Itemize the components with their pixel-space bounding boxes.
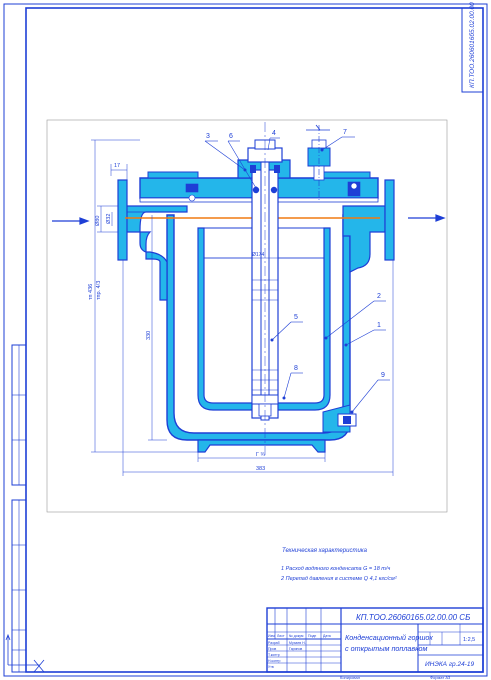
svg-text:№ докум: № докум (289, 634, 304, 638)
outlet-nozzle (342, 205, 386, 273)
title-name-1: Конденсационный горшок (345, 633, 433, 642)
left-binding-strips (11, 344, 27, 673)
title-row-labels: Разраб Пров Т.контр Н.контр Утв Мухаев Н… (268, 641, 306, 669)
sheet-outer-frame (3, 3, 488, 677)
spec-line-2: 2 Перепад давления в системе Q 4,1 кгс/с… (280, 576, 397, 582)
inlet-nozzle (124, 205, 188, 301)
axes-symbol (5, 633, 45, 673)
title-scale: 1:2,5 (463, 637, 475, 643)
title-col-labels: Изм Лист № докум Подп Дата (268, 634, 331, 638)
dim-flange-thk: 17 (114, 163, 120, 169)
svg-text:2: 2 (377, 293, 381, 300)
svg-text:3: 3 (206, 133, 210, 140)
svg-text:Лист: Лист (277, 634, 285, 638)
dim-height-ref: тпр. 4/3 (96, 281, 102, 300)
svg-text:Разраб: Разраб (268, 641, 280, 645)
svg-text:1: 1 (377, 322, 381, 329)
callout-7: 7 (320, 129, 355, 152)
spec-heading: Техническая характеристика (282, 548, 368, 554)
dim-cup: Ø174 (252, 252, 264, 258)
callout-8: 8 (282, 365, 303, 400)
outlet-flange (384, 179, 395, 261)
dim-base-width: Г ¾ (256, 452, 266, 458)
base-foot (197, 439, 326, 453)
title-block (266, 607, 484, 673)
svg-text:Пров: Пров (268, 647, 276, 651)
callout-2: 2 (324, 293, 386, 340)
sheet-inner-frame (25, 7, 484, 673)
title-name-2: с открытым поплавком (345, 644, 428, 653)
rotated-stamp-text: КП.ТОО.2606016б5.02.00.00 СБ (468, 0, 476, 88)
title-org: ИНЭКА гр.24-19 (425, 661, 474, 668)
inlet-flow-arrow (52, 217, 90, 225)
cover-bolt-left (185, 183, 199, 202)
air-valve-arrow (306, 124, 330, 131)
svg-text:Гарипов: Гарипов (289, 647, 302, 651)
svg-text:Мухаев Н.: Мухаев Н. (289, 641, 306, 645)
svg-text:8: 8 (294, 365, 298, 372)
dim-bore2: Ø32 (106, 214, 112, 224)
spec-line-1: 1 Расход водяного конденсата G = 18 т/ч (281, 566, 390, 572)
dim-height-total: тп 436 (88, 284, 94, 300)
callout-5: 5 (270, 314, 303, 342)
svg-text:Подп: Подп (308, 634, 316, 638)
dimension-lines (91, 139, 394, 476)
valve-seat-bolts (250, 165, 280, 194)
callout-6: 6 (227, 133, 258, 190)
svg-text:Дата: Дата (323, 634, 331, 638)
cover-step-right (319, 171, 371, 179)
svg-text:Т.контр: Т.контр (268, 653, 280, 657)
cover-bolt-right (347, 181, 361, 197)
svg-text:9: 9 (381, 372, 385, 379)
svg-text:6: 6 (229, 133, 233, 140)
svg-text:5: 5 (294, 314, 298, 321)
dim-bore1: Ø80 (95, 216, 101, 226)
svg-text:Изм: Изм (268, 634, 275, 638)
title-code: КП.ТОО.26060165.02.00.00 СБ (356, 613, 470, 622)
svg-text:4: 4 (272, 130, 276, 137)
outlet-flow-arrow (408, 214, 446, 222)
drain-plug-core (343, 416, 351, 424)
trap-assembly (117, 122, 395, 455)
svg-text:Утв: Утв (268, 665, 274, 669)
dim-height-body: 330 (146, 331, 152, 340)
footer-format: Формат А3 (430, 675, 451, 680)
rotated-stamp-box (461, 7, 484, 93)
footer-copy: Копировал (340, 675, 361, 680)
svg-text:Н.контр: Н.контр (268, 659, 281, 663)
callout-9: 9 (350, 372, 390, 414)
callout-1: 1 (344, 322, 386, 347)
svg-text:7: 7 (343, 129, 347, 136)
dim-overall-width: 383 (256, 466, 265, 472)
callout-4: 4 (267, 130, 280, 151)
cover-step-left (147, 171, 199, 179)
inlet-flange (117, 179, 128, 261)
